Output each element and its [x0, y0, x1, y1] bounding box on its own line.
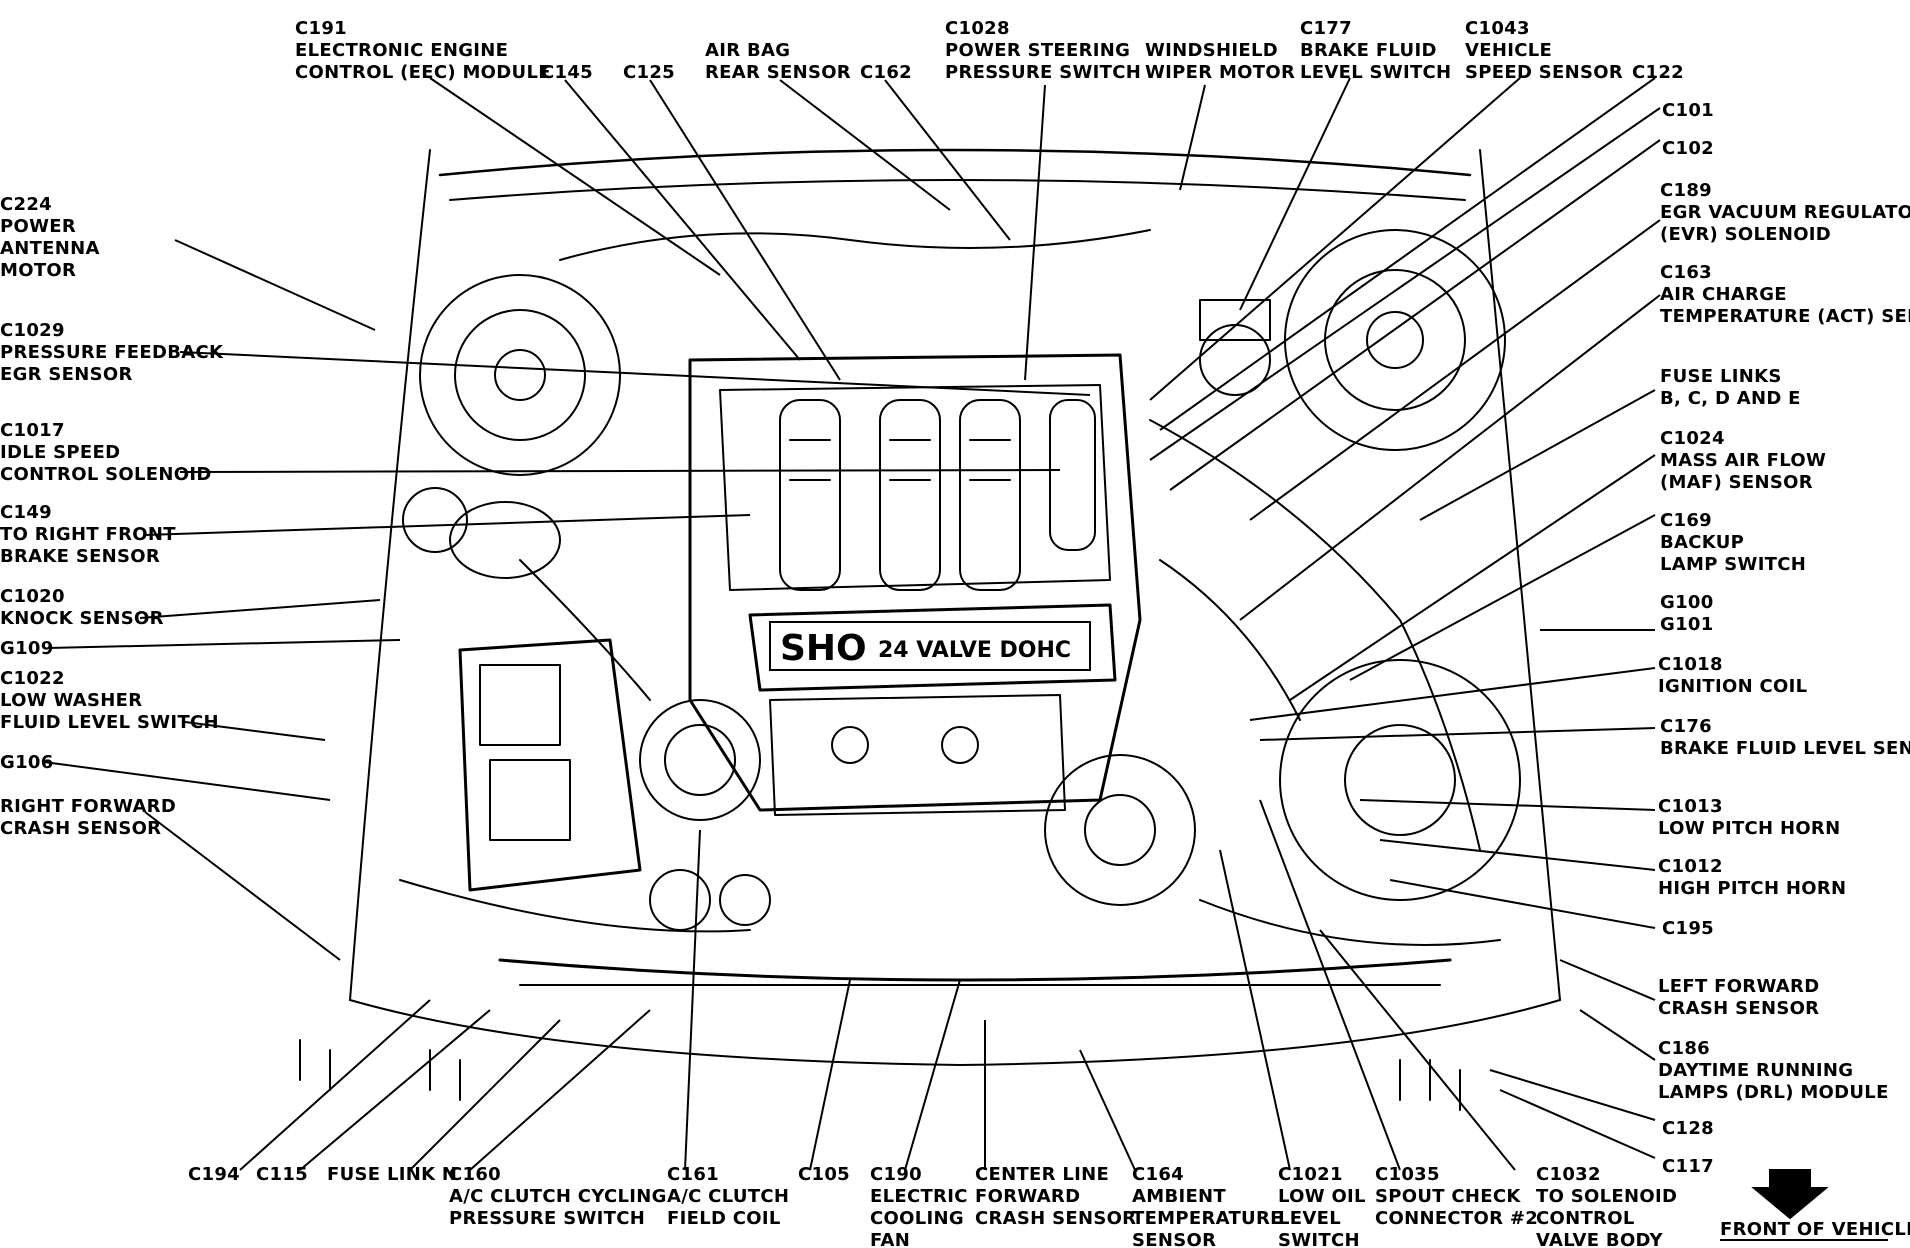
label-c186: C186 DAYTIME RUNNING LAMPS (DRL) MODULE [1658, 1038, 1889, 1103]
engine-badge: SHO 24 VALVE DOHC [769, 621, 1091, 671]
label-c160: C160 A/C CLUTCH CYCLING PRESSURE SWITCH [449, 1164, 673, 1229]
label-c1018: C1018 IGNITION COIL [1658, 654, 1807, 697]
label-c145: C145 [541, 62, 593, 83]
leader-lines [43, 77, 1661, 1171]
label-c1021: C1021 LOW OIL LEVEL SWITCH [1278, 1164, 1372, 1248]
label-c1024: C1024 MASS AIR FLOW (MAF) SENSOR [1660, 428, 1833, 493]
label-c169: C169 BACKUP LAMP SWITCH [1660, 510, 1806, 575]
front-of-vehicle-indicator: FRONT OF VEHICLE [1720, 1169, 1910, 1241]
front-of-vehicle-label: FRONT OF VEHICLE [1720, 1219, 1910, 1240]
label-c176: C176 BRAKE FLUID LEVEL SENSOR [1660, 716, 1910, 759]
down-arrow-icon [1751, 1169, 1829, 1220]
label-c162: C162 [860, 62, 912, 83]
label-airbag-rear-sensor: AIR BAG REAR SENSOR [705, 40, 851, 83]
label-c1035: C1035 SPOUT CHECK CONNECTOR #2 [1375, 1164, 1538, 1229]
label-g100-g101: G100 G101 [1660, 592, 1720, 635]
label-g106: G106 [0, 752, 54, 773]
label-g109: G109 [0, 638, 54, 659]
label-c190: C190 ELECTRIC COOLING FAN [870, 1164, 974, 1248]
label-c1012: C1012 HIGH PITCH HORN [1658, 856, 1846, 899]
engine-badge-sho: SHO [780, 628, 867, 669]
label-c117: C117 [1662, 1156, 1714, 1177]
label-c105: C105 [798, 1164, 850, 1185]
label-c125: C125 [623, 62, 675, 83]
engine-badge-text: 24 VALVE DOHC [878, 638, 1071, 663]
label-c1032: C1032 TO SOLENOID CONTROL VALVE BODY [1536, 1164, 1684, 1248]
label-right-forward-crash-sensor: RIGHT FORWARD CRASH SENSOR [0, 796, 183, 839]
label-c101: C101 [1662, 100, 1714, 121]
label-windshield-wiper-motor: WINDSHIELD WIPER MOTOR [1145, 40, 1295, 83]
label-fuse-link-n: FUSE LINK N [327, 1164, 457, 1185]
label-c1028: C1028 POWER STEERING PRESSURE SWITCH [945, 18, 1141, 83]
label-c115: C115 [256, 1164, 308, 1185]
label-c1017: C1017 IDLE SPEED CONTROL SOLENOID [0, 420, 212, 485]
label-left-forward-crash-sensor: LEFT FORWARD CRASH SENSOR [1658, 976, 1826, 1019]
label-c1013: C1013 LOW PITCH HORN [1658, 796, 1840, 839]
label-c1020: C1020 KNOCK SENSOR [0, 586, 164, 629]
label-c195: C195 [1662, 918, 1714, 939]
label-c194: C194 [188, 1164, 240, 1185]
label-fuse-links-bcde: FUSE LINKS B, C, D AND E [1660, 366, 1801, 409]
label-c163: C163 AIR CHARGE TEMPERATURE (ACT) SENSOR [1660, 262, 1910, 327]
label-c177: C177 BRAKE FLUID LEVEL SWITCH [1300, 18, 1451, 83]
label-c102: C102 [1662, 138, 1714, 159]
label-c128: C128 [1662, 1118, 1714, 1139]
label-c191: C191 ELECTRONIC ENGINE CONTROL (EEC) MOD… [295, 18, 551, 83]
label-c1043: C1043 VEHICLE SPEED SENSOR [1465, 18, 1623, 83]
callout-labels: C191 ELECTRONIC ENGINE CONTROL (EEC) MOD… [0, 18, 1910, 1248]
engine-illustration [299, 148, 1561, 1111]
label-c1029: C1029 PRESSURE FEEDBACK EGR SENSOR [0, 320, 230, 385]
label-c1022: C1022 LOW WASHER FLUID LEVEL SWITCH [0, 668, 219, 733]
label-c149: C149 TO RIGHT FRONT BRAKE SENSOR [0, 502, 182, 567]
label-c161: C161 A/C CLUTCH FIELD COIL [667, 1164, 796, 1229]
label-c164: C164 AMBIENT TEMPERATURE SENSOR [1132, 1164, 1289, 1248]
label-c224: C224 POWER ANTENNA MOTOR [0, 194, 106, 281]
label-center-line-forward-crash-sensor: CENTER LINE FORWARD CRASH SENSOR [975, 1164, 1136, 1229]
label-c122: C122 [1632, 62, 1684, 83]
label-c189: C189 EGR VACUUM REGULATOR (EVR) SOLENOID [1660, 180, 1910, 245]
